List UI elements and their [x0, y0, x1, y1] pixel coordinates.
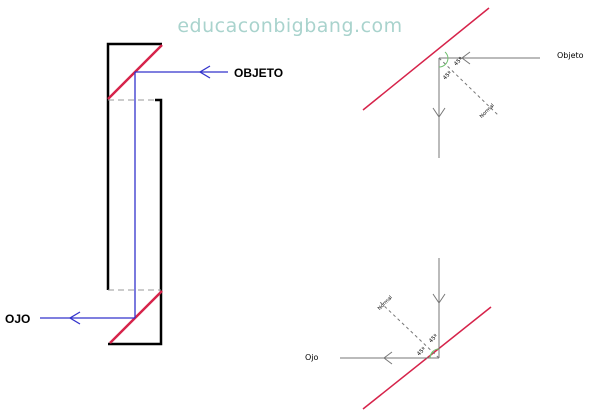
bottom-detail-angle-arc-2: [429, 351, 434, 359]
bottom-detail-arrow-out: [383, 351, 393, 365]
periscope: OBJETO OJO: [5, 42, 283, 346]
top-detail-object-label: Objeto: [557, 51, 584, 60]
periscope-eye-label: OJO: [5, 312, 30, 326]
watermark-text: educaconbigbang.com: [177, 15, 402, 37]
bottom-detail-arrow-in: [432, 293, 446, 304]
periscope-body-upper: [106, 42, 162, 290]
bottom-mirror-detail: Normal 45º 45º Ojo: [305, 258, 492, 410]
top-detail-angle-arc: [438, 57, 449, 68]
top-detail-arrow-out: [432, 107, 446, 118]
periscope-body-lower: [108, 98, 163, 346]
top-detail-angle-2: 45º: [441, 69, 453, 81]
ray-arrow-object: [198, 65, 211, 79]
top-detail-mirror: [362, 7, 490, 111]
top-detail-arrow-in: [461, 51, 471, 65]
bottom-detail-normal-label: Normal: [377, 295, 394, 312]
top-detail-angle-arc-2: [444, 51, 449, 59]
bottom-detail-angle-2: 45º: [427, 332, 439, 344]
bottom-detail-normal: [379, 301, 440, 359]
top-detail-normal: [438, 57, 499, 116]
periscope-mirror-bottom: [109, 290, 163, 344]
periscope-object-label: OBJETO: [234, 66, 283, 80]
ray-arrow-eye: [68, 311, 81, 325]
bottom-detail-eye-label: Ojo: [305, 353, 319, 362]
bottom-detail-angle-1: 45º: [415, 345, 427, 357]
